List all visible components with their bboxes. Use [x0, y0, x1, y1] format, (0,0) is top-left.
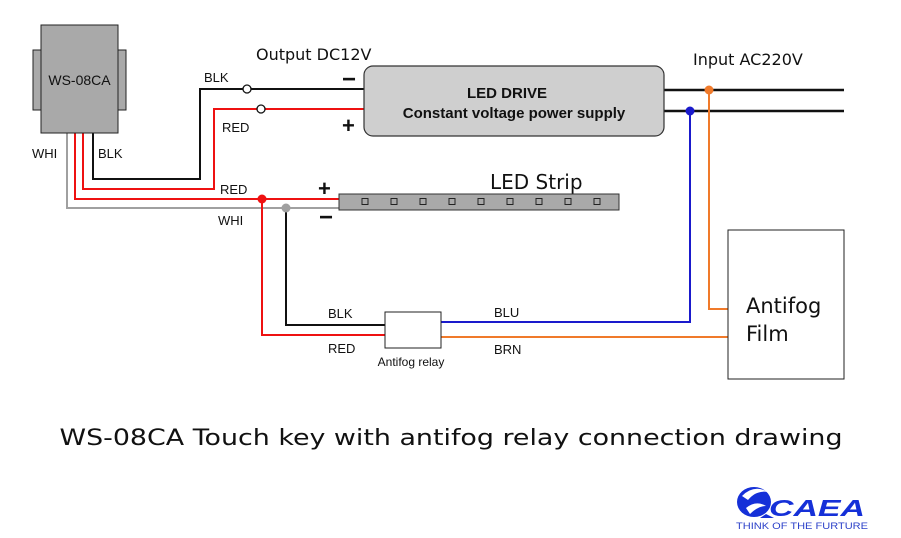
- caea-logo: CAEA THINK OF THE FURTURE: [736, 487, 868, 532]
- led-chip: [448, 198, 456, 205]
- junction-blue: [685, 106, 695, 116]
- led-drive-title: LED DRIVE: [467, 85, 547, 102]
- terminal-blk-label: BLK: [204, 70, 229, 85]
- logo-tagline: THINK OF THE FURTURE: [736, 521, 868, 532]
- led-chip: [361, 198, 369, 205]
- touch-key-body: [40, 24, 119, 134]
- junction-orange: [704, 85, 714, 95]
- antifog-film-line2: Film: [746, 322, 789, 346]
- led-chip: [419, 198, 427, 205]
- led-strip-body: [338, 193, 620, 211]
- antifog-film-line1: Antifog: [746, 294, 821, 318]
- led-strip: [338, 193, 620, 211]
- drive-minus-sign: −: [342, 66, 356, 93]
- led-chip: [390, 198, 398, 205]
- relay-brn-label: BRN: [494, 342, 521, 357]
- antifog-relay: Antifog relay: [378, 311, 445, 369]
- touch-key-label: WS-08CA: [48, 72, 111, 88]
- junction-gray: [281, 203, 291, 213]
- antifog-film-box: [727, 229, 845, 380]
- touch-key-whi-label: WHI: [32, 146, 57, 161]
- touch-key: WS-08CA: [32, 24, 127, 134]
- led-chip: [506, 198, 514, 205]
- wire-red-key-to-drive: [82, 108, 261, 190]
- logo-swirl-icon: [737, 487, 774, 518]
- led-strip-label: LED Strip: [490, 170, 583, 194]
- diagram-title: WS-08CA Touch key with antifog relay con…: [60, 426, 843, 451]
- touch-key-blk-label: BLK: [98, 146, 123, 161]
- strip-plus-sign: +: [318, 176, 331, 201]
- wires: [66, 88, 844, 338]
- strip-minus-sign: −: [319, 204, 333, 231]
- wire-orange-ac-to-film: [708, 90, 728, 310]
- led-chip: [477, 198, 485, 205]
- wire-blu-relay-to-ac: [441, 111, 691, 323]
- antifog-relay-label: Antifog relay: [378, 355, 445, 369]
- led-drive-subtitle: Constant voltage power supply: [403, 105, 626, 122]
- relay-blk-label: BLK: [328, 306, 353, 321]
- wire-blk-key-to-drive: [92, 88, 247, 180]
- led-drive-box: [363, 65, 665, 137]
- led-chip: [535, 198, 543, 205]
- strip-whi-label: WHI: [218, 213, 243, 228]
- antifog-film: Antifog Film: [727, 229, 845, 380]
- led-chip: [593, 198, 601, 205]
- led-drive: LED DRIVE Constant voltage power supply: [363, 65, 665, 137]
- relay-red-label: RED: [328, 341, 355, 356]
- input-voltage-label: Input AC220V: [693, 50, 803, 69]
- terminal-red-label: RED: [222, 120, 249, 135]
- wire-blk-to-relay: [285, 208, 385, 326]
- output-voltage-label: Output DC12V: [256, 45, 372, 64]
- logo-brand: CAEA: [769, 495, 865, 521]
- wire-whi-key-to-strip: [66, 133, 339, 209]
- led-chips: [361, 198, 601, 205]
- terminal-blk: [242, 84, 252, 94]
- strip-red-label: RED: [220, 182, 247, 197]
- antifog-relay-box: [384, 311, 442, 349]
- drive-plus-sign: +: [342, 113, 355, 138]
- wire-red-to-relay: [261, 199, 385, 336]
- wire-red-key-to-strip: [74, 133, 339, 200]
- led-chip: [564, 198, 572, 205]
- junction-red: [257, 194, 267, 204]
- relay-blu-label: BLU: [494, 305, 519, 320]
- terminal-red: [256, 104, 266, 114]
